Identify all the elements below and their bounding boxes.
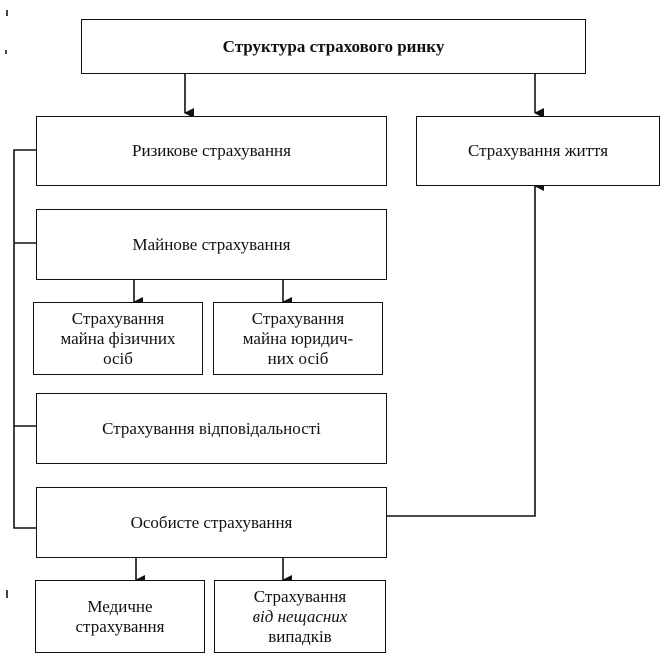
- life-insurance-node: Страхування життя: [416, 116, 660, 186]
- personal-insurance-label: Особисте страхування: [130, 512, 293, 532]
- medical-insurance-line: страхування: [75, 616, 165, 636]
- accident-insurance-line: від нещасних: [252, 606, 348, 626]
- scan-mark: [6, 590, 8, 598]
- property-legal-line: майна юридич-: [242, 328, 354, 348]
- arrow-personal-to-life: [386, 181, 544, 517]
- liability-insurance-node: Страхування відповідальності: [36, 393, 387, 464]
- property-legal-line: Страхування: [251, 308, 345, 328]
- root-node-label: Структура страхового ринку: [222, 36, 445, 56]
- accident-insurance-line: Страхування: [253, 586, 347, 606]
- property-individuals-line: осіб: [103, 348, 133, 368]
- accident-insurance-node: Страхування від нещасних випадків: [214, 580, 386, 653]
- scan-mark: [5, 50, 7, 54]
- risk-insurance-label: Ризикове страхування: [132, 141, 291, 160]
- life-insurance-label: Страхування життя: [467, 141, 609, 160]
- property-individuals-line: Страхування: [71, 308, 165, 328]
- property-individuals-line: майна фізичних: [60, 328, 176, 348]
- property-insurance-label: Майнове страхування: [132, 234, 291, 254]
- property-individuals-node: Страхування майна фізичних осіб: [33, 302, 203, 375]
- property-insurance-node: Майнове страхування: [36, 209, 387, 280]
- scan-mark: [6, 10, 8, 16]
- personal-insurance-node: Особисте страхування: [36, 487, 387, 558]
- root-node: Структура страхового ринку: [81, 19, 586, 74]
- medical-insurance-line: Медичне: [87, 596, 153, 616]
- accident-insurance-line: випадків: [268, 626, 332, 646]
- liability-insurance-label: Страхування відповідальності: [102, 418, 321, 438]
- risk-insurance-node: Ризикове страхування: [36, 116, 387, 186]
- property-legal-line: них осіб: [267, 348, 329, 368]
- medical-insurance-node: Медичне страхування: [35, 580, 205, 653]
- property-legal-node: Страхування майна юридич- них осіб: [213, 302, 383, 375]
